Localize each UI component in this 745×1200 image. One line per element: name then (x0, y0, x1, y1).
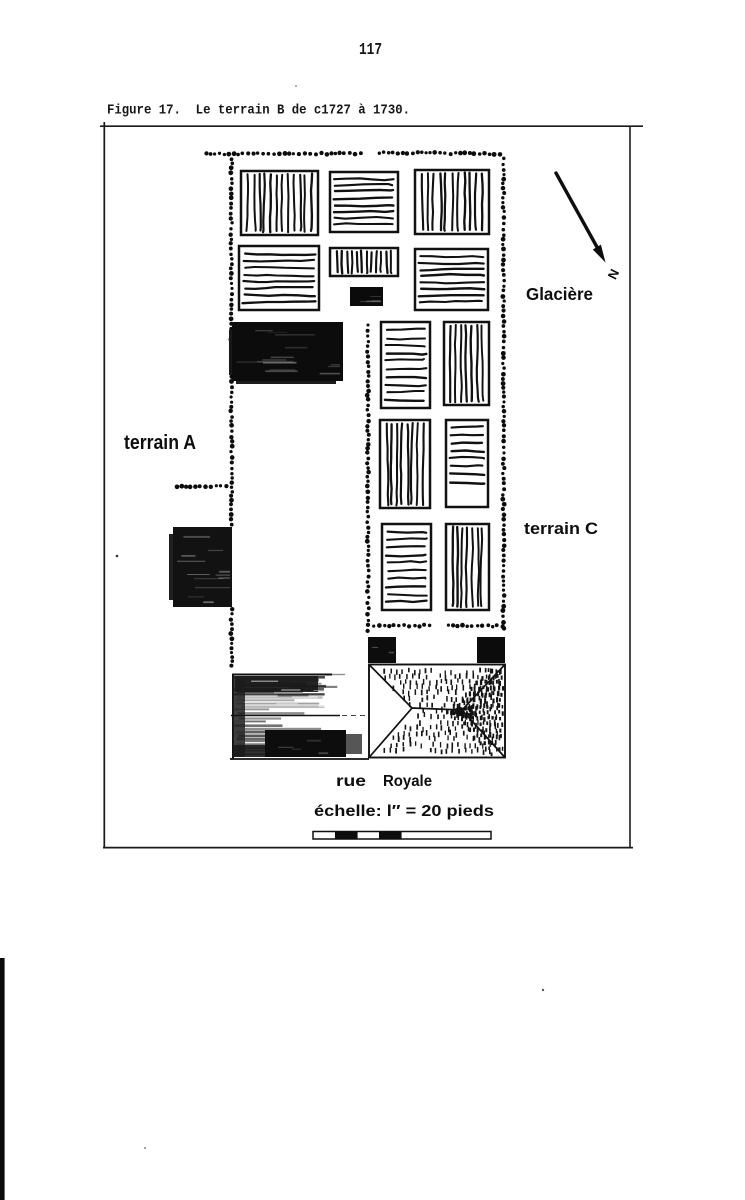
svg-text:échelle: l″ = 20 pieds: échelle: l″ = 20 pieds (314, 803, 494, 820)
svg-text:terrain A: terrain A (124, 432, 196, 454)
svg-text:Figure 17. Le terrain B de c1: Figure 17. Le terrain B de c1727 à 1730. (107, 103, 410, 119)
svg-text:terrain C: terrain C (524, 519, 598, 538)
svg-text:Royale: Royale (383, 773, 432, 790)
svg-text:rue: rue (336, 773, 366, 790)
svg-text:Glacière: Glacière (526, 284, 593, 304)
svg-text:117: 117 (359, 40, 382, 59)
